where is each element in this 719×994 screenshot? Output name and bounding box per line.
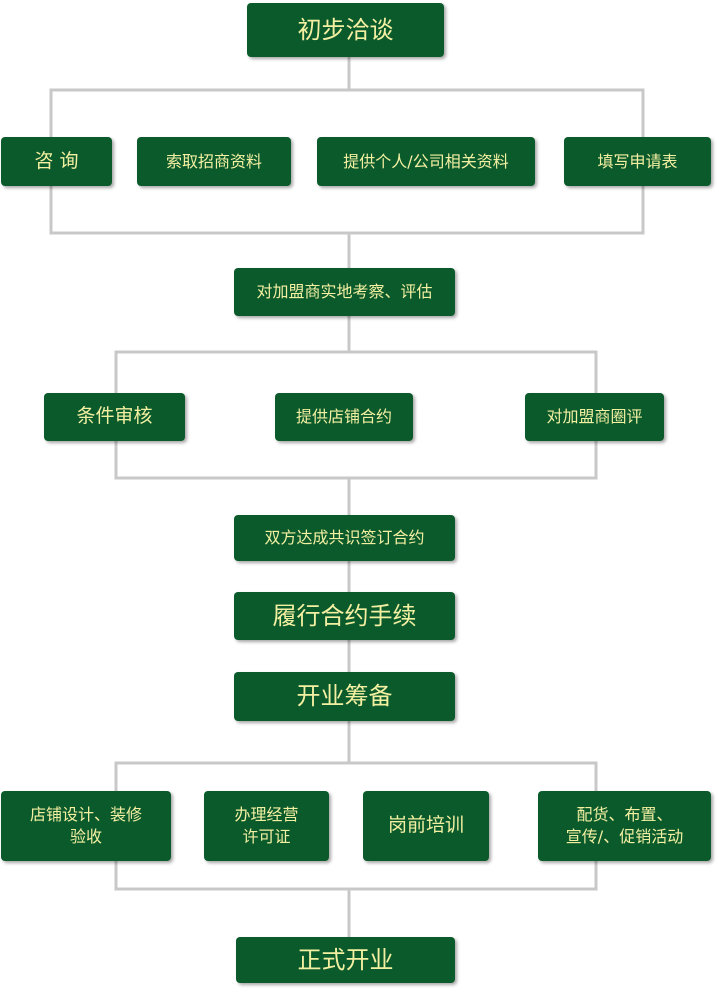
step-condition-review: 条件审核 bbox=[44, 393, 185, 441]
step-distribution: 配货、布置、 宣传/、促销活动 bbox=[538, 791, 711, 861]
step-consult: 咨 询 bbox=[1, 137, 112, 186]
step-shop-contract: 提供店铺合约 bbox=[275, 393, 413, 441]
step-fill-form: 填写申请表 bbox=[564, 137, 711, 186]
step-shop-design: 店铺设计、装修 验收 bbox=[1, 791, 171, 861]
step-business-license: 办理经营 许可证 bbox=[204, 791, 329, 861]
step-contract-procedures: 履行合约手续 bbox=[234, 592, 455, 640]
group-bracket bbox=[114, 761, 598, 891]
step-training: 岗前培训 bbox=[363, 791, 489, 861]
step-prepare-opening: 开业筹备 bbox=[234, 672, 455, 721]
step-site-inspection: 对加盟商实地考察、评估 bbox=[234, 268, 455, 316]
step-get-materials: 索取招商资料 bbox=[137, 137, 291, 186]
step-agreement: 双方达成共识签订合约 bbox=[234, 515, 455, 561]
step-franchisee-review: 对加盟商圈评 bbox=[525, 393, 664, 441]
step-grand-opening: 正式开业 bbox=[236, 937, 455, 983]
step-initial-talk: 初步洽谈 bbox=[247, 3, 444, 57]
step-provide-info: 提供个人/公司相关资料 bbox=[317, 137, 535, 186]
